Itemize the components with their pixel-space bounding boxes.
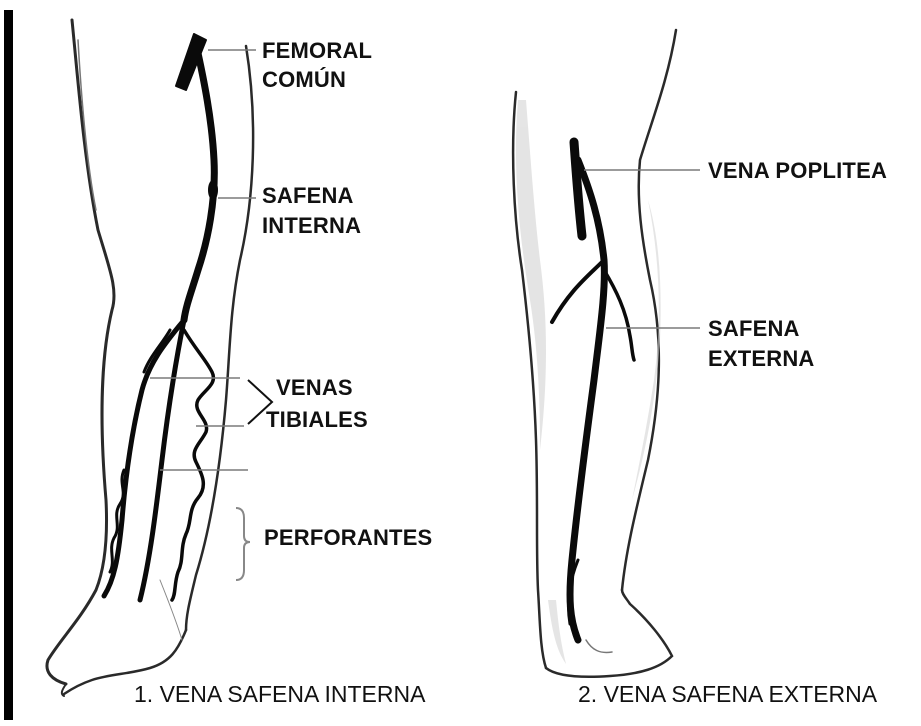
caption-vena-safena-externa: 2. VENA SAFENA EXTERNA xyxy=(578,680,877,708)
label-safena-externa-2: EXTERNA xyxy=(708,345,815,373)
label-safena-externa-1: SAFENA xyxy=(708,315,800,343)
left-leg-veins xyxy=(104,34,218,600)
bracket-perforantes xyxy=(236,508,250,580)
label-femoral: FEMORAL xyxy=(262,37,372,65)
label-comun: COMÚN xyxy=(262,66,346,94)
label-perforantes: PERFORANTES xyxy=(264,524,432,552)
label-vena-poplitea: VENA POPLITEA xyxy=(708,157,887,185)
label-safena-interna-1: SAFENA xyxy=(262,182,354,210)
leader-lines xyxy=(150,50,700,470)
label-tibiales: TIBIALES xyxy=(266,406,368,434)
right-leg-veins xyxy=(552,142,634,640)
caption-vena-safena-interna: 1. VENA SAFENA INTERNA xyxy=(134,680,425,708)
label-safena-interna-2: INTERNA xyxy=(262,212,361,240)
left-border-bar xyxy=(4,10,13,720)
label-venas: VENAS xyxy=(276,374,353,402)
